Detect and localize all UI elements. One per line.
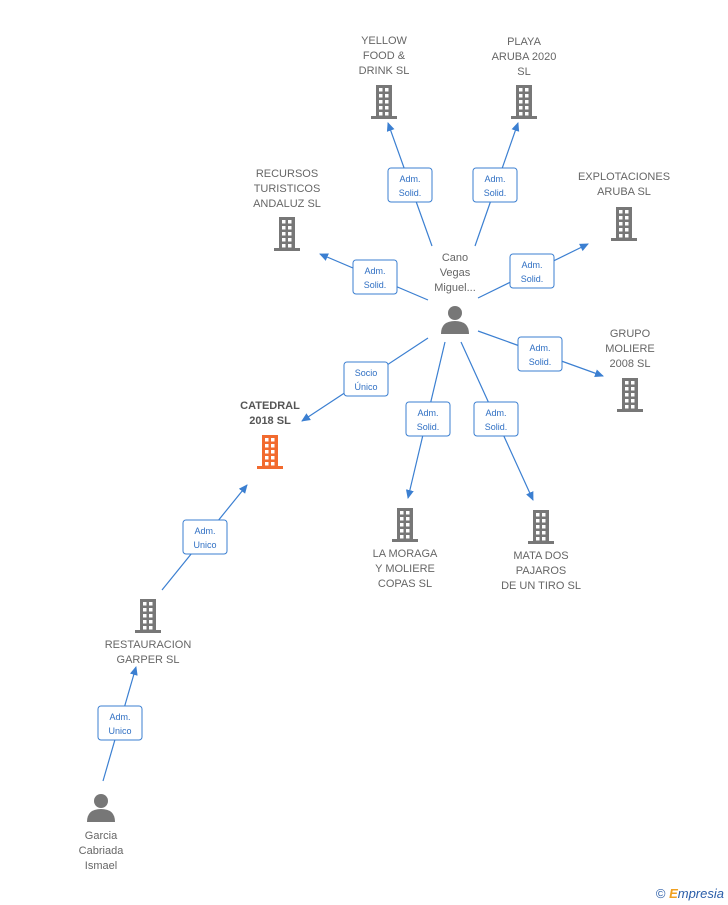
- edge-label-text: Adm.: [109, 712, 130, 722]
- node-label: FOOD &: [363, 50, 406, 62]
- edge-label-text: Adm.: [484, 174, 505, 184]
- building-icon: [528, 510, 554, 544]
- edge-label-text: Solid.: [521, 274, 544, 284]
- node-label: Y MOLIERE: [375, 563, 435, 575]
- node-label: CATEDRAL: [240, 400, 300, 412]
- node-label: DRINK SL: [359, 65, 410, 77]
- node-label: YELLOW: [361, 35, 407, 47]
- edge-label-text: Solid.: [399, 188, 422, 198]
- building-icon: [392, 508, 418, 542]
- building-icon: [371, 85, 397, 119]
- node-label: 2008 SL: [610, 358, 651, 370]
- edge-label-box[interactable]: [517, 336, 563, 372]
- edge-label-text: Solid.: [485, 422, 508, 432]
- node-label: Ismael: [85, 860, 117, 872]
- node-label: RECURSOS: [256, 168, 318, 180]
- edge-label-box[interactable]: [473, 401, 519, 437]
- person-icon: [87, 794, 115, 822]
- node-label: Miguel...: [434, 282, 476, 294]
- edge-cano-grupo: Adm. Solid.: [477, 330, 604, 378]
- node-label: SL: [517, 66, 530, 78]
- copyright-symbol: ©: [655, 886, 666, 901]
- edge-label-box[interactable]: [97, 705, 143, 741]
- node-cano[interactable]: CanoVegasMiguel...: [434, 252, 476, 334]
- node-recursos[interactable]: RECURSOS TURISTICOS ANDALUZ SL: [253, 168, 321, 251]
- edge-label-text: Adm.: [485, 408, 506, 418]
- edge-label-text: Solid.: [529, 357, 552, 367]
- edge-cano-playa: Adm. Solid.: [472, 122, 520, 247]
- node-label: PAJAROS: [516, 565, 567, 577]
- building-icon: [274, 217, 300, 251]
- watermark: © Empresia: [656, 886, 724, 901]
- node-label: TURISTICOS: [254, 183, 321, 195]
- edge-label-text: Adm.: [364, 266, 385, 276]
- brand-name: mpresia: [677, 886, 724, 901]
- node-label: MOLIERE: [605, 343, 655, 355]
- building-icon: [135, 599, 161, 633]
- building-icon: [511, 85, 537, 119]
- node-label: ANDALUZ SL: [253, 198, 321, 210]
- node-mata[interactable]: MATA DOS PAJAROS DE UN TIRO SL: [501, 510, 581, 592]
- node-label: COPAS SL: [378, 578, 432, 590]
- edge-label-text: Adm.: [417, 408, 438, 418]
- edge-cano-yellow: Adm. Solid.: [386, 122, 433, 247]
- edge-restauracion-catedral: Adm. Unico: [161, 484, 248, 591]
- node-label: Cabriada: [79, 845, 125, 857]
- edge-label-text: Adm.: [194, 526, 215, 536]
- edge-label-box[interactable]: [472, 167, 518, 203]
- edge-cano-recursos: Adm. Solid.: [319, 253, 429, 301]
- edge-label-box[interactable]: [405, 401, 451, 437]
- node-label: RESTAURACION: [105, 639, 192, 651]
- edge-label-box[interactable]: [352, 259, 398, 295]
- node-label: PLAYA: [507, 36, 541, 48]
- node-yellow[interactable]: YELLOW FOOD & DRINK SL: [359, 35, 410, 119]
- edge-label-text: Único: [354, 382, 377, 392]
- edge-label-text: Socio: [355, 368, 378, 378]
- node-moraga[interactable]: LA MORAGA Y MOLIERE COPAS SL: [373, 508, 438, 590]
- building-icon: [617, 378, 643, 412]
- node-label: GARPER SL: [117, 654, 180, 666]
- node-label: LA MORAGA: [373, 548, 438, 560]
- edge-label-box[interactable]: [343, 361, 389, 397]
- person-icon: [441, 306, 469, 334]
- edge-label-text: Unico: [108, 726, 131, 736]
- edge-label-text: Solid.: [364, 280, 387, 290]
- edge-label-text: Adm.: [399, 174, 420, 184]
- edge-cano-moraga: Adm. Solid.: [405, 341, 451, 499]
- building-icon: [611, 207, 637, 241]
- edge-label-text: Adm.: [521, 260, 542, 270]
- node-label: EXPLOTACIONES: [578, 171, 670, 183]
- edge-label-text: Adm.: [529, 343, 550, 353]
- edge-label-box[interactable]: [509, 253, 555, 289]
- edge-label-box[interactable]: [182, 519, 228, 555]
- edges-layer: Adm. Solid. Adm. Solid. Adm. Solid. Adm. Solid.…: [97, 122, 604, 782]
- edge-cano-mata: Adm. Solid.: [460, 341, 534, 501]
- node-label: Vegas: [440, 267, 471, 279]
- node-label: DE UN TIRO SL: [501, 580, 581, 592]
- node-label: 2018 SL: [249, 415, 291, 427]
- node-grupo[interactable]: GRUPO MOLIERE 2008 SL: [605, 328, 655, 412]
- edge-label-box[interactable]: [387, 167, 433, 203]
- node-label: MATA DOS: [513, 550, 568, 562]
- node-restauracion[interactable]: RESTAURACION GARPER SL: [105, 599, 192, 666]
- node-label: ARUBA 2020: [492, 51, 557, 63]
- edge-label-text: Solid.: [417, 422, 440, 432]
- node-label: Cano: [442, 252, 468, 264]
- edge-cano-explotaciones: Adm. Solid.: [477, 243, 589, 299]
- building-icon: [257, 435, 283, 469]
- node-label: ARUBA SL: [597, 186, 651, 198]
- brand-initial: E: [669, 886, 678, 901]
- edge-label-text: Unico: [193, 540, 216, 550]
- node-explotaciones[interactable]: EXPLOTACIONES ARUBA SL: [578, 171, 670, 241]
- node-catedral[interactable]: CATEDRAL 2018 SL: [240, 400, 300, 469]
- edge-label-text: Solid.: [484, 188, 507, 198]
- edge-garcia-restauracion: Adm. Unico: [97, 666, 143, 782]
- node-label: Garcia: [85, 830, 118, 842]
- node-label: GRUPO: [610, 328, 651, 340]
